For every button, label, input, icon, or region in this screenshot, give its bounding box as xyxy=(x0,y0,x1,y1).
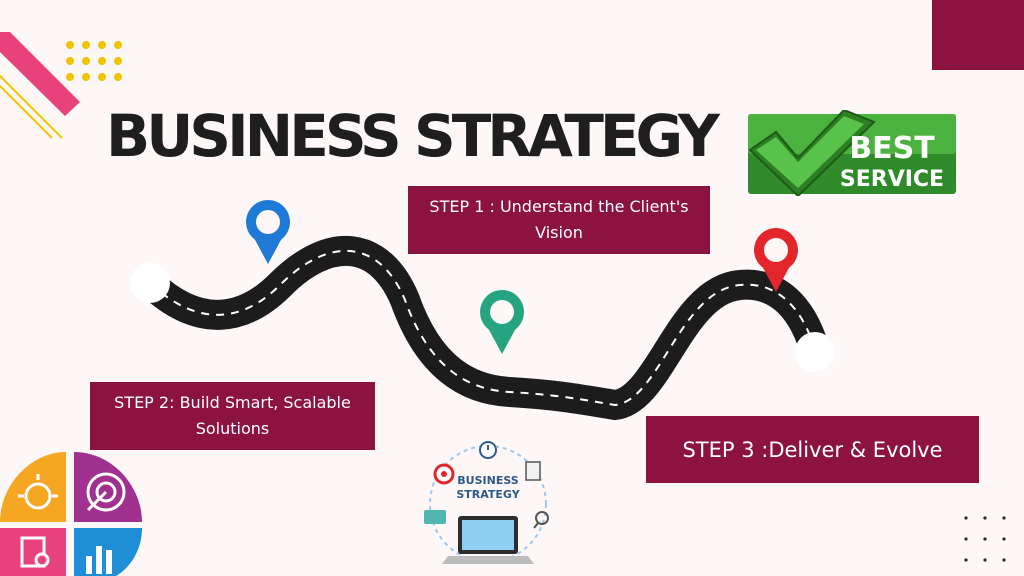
map-pin-icon xyxy=(246,200,290,264)
icon-cluster xyxy=(0,452,142,576)
best-service-badge: BEST SERVICE xyxy=(748,110,956,196)
check-icon xyxy=(748,110,876,196)
map-pin-icon xyxy=(480,290,524,354)
clock-icon xyxy=(479,441,497,459)
dot-grid xyxy=(964,516,1006,562)
illustration-line2: STRATEGY xyxy=(456,488,520,501)
target-icon xyxy=(74,452,142,522)
step-1-label: STEP 1 : Understand the Client's Vision xyxy=(429,197,689,242)
laptop-icon xyxy=(442,516,534,564)
step-2-box: STEP 2: Build Smart, Scalable Solutions xyxy=(90,382,375,450)
map-pin-icon xyxy=(754,228,798,292)
step-3-label: STEP 3 :Deliver & Evolve xyxy=(682,437,943,462)
page-title: BUSINESS STRATEGY xyxy=(106,102,720,170)
badge-line1: BEST xyxy=(849,131,935,166)
idea-icon xyxy=(0,452,66,522)
business-strategy-illustration: BUSINESS STRATEGY xyxy=(424,441,549,564)
credit-card-icon xyxy=(424,510,446,524)
magnifier-icon xyxy=(533,511,549,529)
illustration-line1: BUSINESS xyxy=(457,474,518,487)
decorative-shapes xyxy=(0,32,122,139)
calculator-icon xyxy=(525,461,541,481)
road-end-marker xyxy=(795,332,835,372)
corner-accent-block xyxy=(932,0,1024,70)
target-icon xyxy=(433,463,455,485)
bar-chart-icon xyxy=(74,528,142,576)
step-1-box: STEP 1 : Understand the Client's Vision xyxy=(408,186,710,254)
step-2-label: STEP 2: Build Smart, Scalable Solutions xyxy=(114,393,351,438)
badge-line2: SERVICE xyxy=(840,167,944,192)
step-3-box: STEP 3 :Deliver & Evolve xyxy=(646,416,979,483)
search-document-icon xyxy=(0,528,66,576)
road-start-marker xyxy=(130,263,170,303)
